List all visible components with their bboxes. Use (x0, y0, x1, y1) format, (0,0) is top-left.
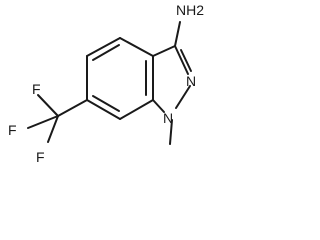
fluorine-bottom-label: F (36, 149, 45, 165)
fluorine-left-label: F (8, 122, 17, 138)
amine-label: NH2 (176, 2, 204, 18)
pyrazole-ring-bonds (152, 45, 192, 113)
n2-atom-label: N (186, 73, 196, 89)
fluorine-top-label: F (32, 81, 41, 97)
indazole-structure-diagram: NH2 N N F F F (8, 2, 204, 165)
benzene-ring-bonds (86, 37, 154, 120)
substituent-bonds (27, 21, 181, 145)
n1-atom-label: N (163, 110, 173, 126)
